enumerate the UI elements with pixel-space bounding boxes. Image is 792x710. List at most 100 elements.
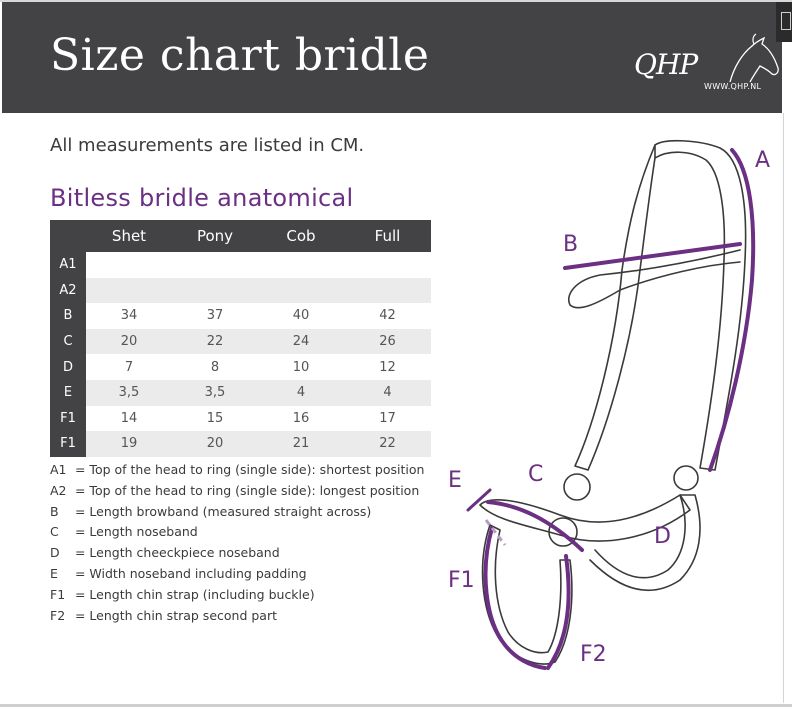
table-cell: 4 (344, 379, 431, 406)
table-cell: 24 (258, 328, 344, 355)
row-header: C (50, 328, 86, 355)
diagram-label-d: D (654, 524, 671, 549)
page-title: Size chart bridle (50, 30, 430, 81)
table-cell: 34 (120, 308, 138, 324)
measure-line-a (708, 148, 756, 472)
row-header: E (50, 379, 86, 406)
legend-key: D (50, 545, 60, 561)
header-banner: Size chart bridle QHP WWW.QHP.NL (2, 2, 782, 113)
legend-item: A2 = Top of the head to ring (single sid… (50, 481, 424, 502)
table-row: D 7 8 10 12 (50, 354, 431, 380)
legend-text: = Top of the head to ring (single side):… (74, 462, 425, 477)
table-corner (50, 220, 86, 252)
frame-top-border (0, 0, 792, 2)
noseband (479, 494, 691, 542)
legend-item: F2 = Length chin strap second part (50, 606, 424, 627)
measure-line-f1 (483, 526, 547, 670)
table-cell: 22 (172, 328, 258, 355)
logo-url: WWW.QHP.NL (704, 82, 762, 91)
diagram-label-b: B (563, 232, 579, 257)
crown-piece (654, 139, 747, 471)
measure-line-c (486, 500, 584, 552)
diagram-label-f2: F2 (580, 642, 607, 667)
size-table: Shet Pony Cob Full A1 A2 B 34 37 40 42 (50, 220, 431, 457)
table-cell: 42 (379, 308, 396, 324)
ring-right (673, 465, 699, 491)
legend-item: C = Length noseband (50, 522, 424, 543)
legend-key: E (50, 565, 58, 581)
qhp-logo: QHP WWW.QHP.NL (634, 32, 782, 96)
table-cell (172, 277, 258, 304)
legend-text: = Top of the head to ring (single side):… (74, 482, 420, 498)
table-header-row: Shet Pony Cob Full (50, 220, 431, 252)
table-cell: 40 (292, 308, 310, 324)
legend-text: = Length browband (measured straight acr… (74, 503, 372, 519)
table-cell: 17 (379, 410, 396, 426)
table-cell (344, 277, 431, 304)
legend-item: B = Length browband (measured straight a… (50, 502, 424, 523)
legend-key: B (50, 503, 59, 519)
measurement-note: All measurements are listed in CM. (50, 135, 365, 156)
row-header: A2 (50, 277, 86, 304)
table-row: B 34 37 40 42 (50, 303, 431, 329)
section-title: Bitless bridle anatomical (50, 184, 354, 212)
jaw-piece (589, 494, 701, 592)
column-header: Cob (258, 220, 344, 252)
row-header: F1 (50, 405, 86, 432)
measure-line-e-inner (484, 519, 507, 546)
legend-text: = Length chin strap (including buckle) (74, 586, 315, 602)
legend-key: A2 (50, 482, 67, 498)
table-cell (258, 277, 344, 304)
table-cell: 16 (292, 410, 310, 426)
bridle-illustration (466, 139, 756, 670)
row-header: D (50, 354, 86, 380)
window-edge-icon[interactable] (776, 2, 792, 42)
column-header: Shet (86, 220, 172, 252)
measure-line-f2 (546, 554, 571, 670)
legend-item: A1 = Top of the head to ring (single sid… (50, 460, 424, 481)
table-row: E 3,5 3,5 4 4 (50, 379, 431, 406)
diagram-label-e: E (448, 468, 462, 493)
diagram-label-c: C (528, 462, 544, 487)
table-cell: 4 (258, 379, 344, 406)
legend-item: D = Length cheeckpiece noseband (50, 543, 424, 564)
table-cell: 21 (258, 431, 344, 457)
diagram-label-f1: F1 (448, 568, 475, 593)
legend-key: C (50, 524, 59, 540)
table-cell: 37 (206, 308, 224, 324)
table-cell: 26 (344, 328, 431, 355)
diagram-label-a: A (755, 148, 771, 173)
table-cell: 3,5 (172, 379, 258, 406)
cheek-strap (574, 144, 656, 471)
table-cell: 7 (124, 359, 134, 375)
table-row: A1 (50, 252, 431, 278)
table-row: C 20 22 24 26 (50, 328, 431, 355)
table-cell: 12 (379, 359, 396, 375)
legend-key: F2 (50, 607, 66, 623)
table-cell (86, 252, 172, 278)
noseband-ring (548, 517, 578, 547)
table-cell: 10 (292, 359, 310, 375)
table-cell: 22 (344, 431, 431, 457)
column-header: Full (344, 220, 431, 252)
table-cell: 8 (210, 359, 220, 375)
row-header: F1 (50, 431, 86, 457)
table-cell (86, 277, 172, 304)
table-row: A2 (50, 277, 431, 304)
table-cell: 20 (86, 328, 172, 355)
legend-text: = Length chin strap second part (74, 607, 277, 623)
measurement-legend: A1 = Top of the head to ring (single sid… (50, 460, 424, 626)
legend-text: = Width noseband including padding (74, 565, 307, 581)
table-cell (344, 252, 431, 278)
ring-left (563, 473, 591, 501)
table-cell: 3,5 (86, 379, 172, 406)
table-cell (258, 252, 344, 278)
legend-item: E = Width noseband including padding (50, 564, 424, 585)
logo-text: QHP (634, 48, 698, 81)
right-divider (783, 113, 784, 703)
bridle-diagram: A B C D E F1 F2 (440, 130, 785, 690)
legend-item: F1 = Length chin strap (including buckle… (50, 585, 424, 606)
table-cell: 14 (120, 410, 138, 426)
horse-head-logo-icon (729, 33, 779, 83)
table-cell: 15 (206, 410, 224, 426)
